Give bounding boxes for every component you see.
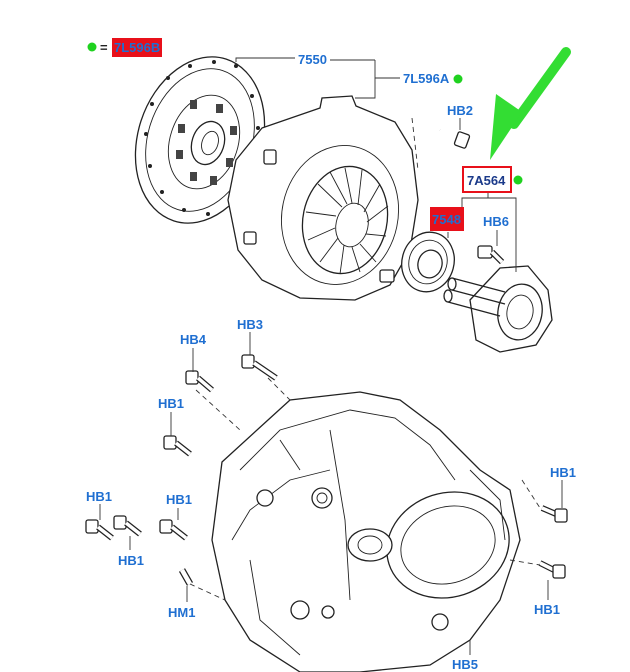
bolt-hb2[interactable] [439, 127, 471, 149]
bolt-hb1-right-upper[interactable] [540, 505, 568, 523]
bolt-hb1-middle[interactable] [113, 515, 142, 537]
label-hb1-left: HB1 [86, 489, 112, 504]
label-hb1-right-lower: HB1 [534, 602, 560, 617]
bolt-hb4[interactable] [185, 370, 214, 393]
pressure-plate[interactable] [227, 95, 419, 301]
label-7550: 7550 [298, 52, 327, 67]
bolt-hb1-left[interactable] [85, 519, 114, 541]
bolt-hb1-right-lower[interactable] [538, 560, 566, 579]
label-hb5: HB5 [452, 657, 478, 672]
label-hb1-right-upper: HB1 [550, 465, 576, 480]
label-hm1: HM1 [168, 605, 195, 620]
green-dot-legend [87, 42, 97, 52]
label-hb6: HB6 [483, 214, 509, 229]
label-hb3: HB3 [237, 317, 263, 332]
release-bearing[interactable] [395, 226, 461, 297]
green-dot-7L596A [453, 74, 463, 84]
green-dot-7A564 [513, 175, 523, 185]
label-hb1-upper: HB1 [158, 396, 184, 411]
bolt-hb3[interactable] [241, 354, 278, 381]
dowel-hm1[interactable] [178, 568, 194, 586]
highlight-7L596B [112, 38, 162, 57]
legend-code-7L596B: 7L596B [114, 40, 160, 55]
outline-7A564 [462, 166, 512, 193]
label-hb1-center: HB1 [166, 492, 192, 507]
legend-equals: = [100, 40, 108, 55]
bolt-hb1-center[interactable] [159, 519, 188, 541]
label-hb1-middle: HB1 [118, 553, 144, 568]
label-hb4: HB4 [180, 332, 207, 347]
transmission-housing[interactable] [211, 391, 523, 672]
slave-cylinder[interactable] [443, 265, 553, 353]
green-arrow-icon [490, 47, 571, 160]
leader-lines [99, 57, 563, 655]
highlight-7548 [430, 207, 464, 231]
label-7L596A: 7L596A [403, 71, 450, 86]
bolt-hb6[interactable] [477, 245, 505, 265]
label-hb2: HB2 [447, 103, 473, 118]
label-7548: 7548 [432, 212, 461, 227]
label-7A564: 7A564 [467, 173, 506, 188]
bolt-hb1-upper[interactable] [163, 435, 192, 457]
